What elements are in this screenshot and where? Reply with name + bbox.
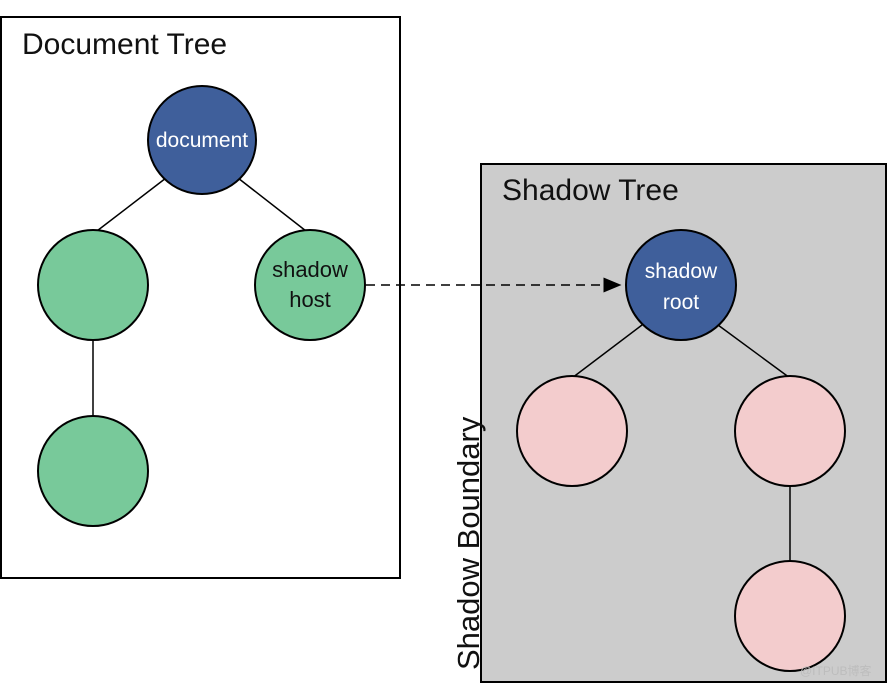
shadow-host-label-line2: host: [289, 287, 331, 312]
light-dom-grandchild-node: [37, 415, 149, 527]
watermark: @ITPUB博客: [800, 663, 872, 678]
edge-shadow-root-to-left-child: [571, 324, 643, 379]
shadow-root-label-line2: root: [663, 291, 699, 314]
shadow-host-label-line1: shadow: [272, 257, 348, 282]
edge-document-to-child: [92, 177, 167, 235]
edge-shadow-root-to-right-child: [717, 324, 791, 379]
shadow-tree-title: Shadow Tree: [502, 174, 679, 207]
edge-document-to-shadow-host: [237, 177, 307, 232]
shadow-dom-right-child-node: [734, 375, 846, 487]
shadow-boundary-label: Shadow Boundary: [451, 416, 486, 670]
shadow-root-label-line1: shadow: [645, 260, 718, 283]
shadow-dom-grandchild-node: [734, 560, 846, 672]
light-dom-child-node: [37, 229, 149, 341]
document-node-label: document: [156, 129, 248, 152]
shadow-dom-left-child-node: [516, 375, 628, 487]
document-node: [147, 85, 257, 195]
shadow-host-node: [254, 229, 366, 341]
document-tree-title: Document Tree: [22, 28, 227, 61]
shadow-root-node: [625, 229, 737, 341]
